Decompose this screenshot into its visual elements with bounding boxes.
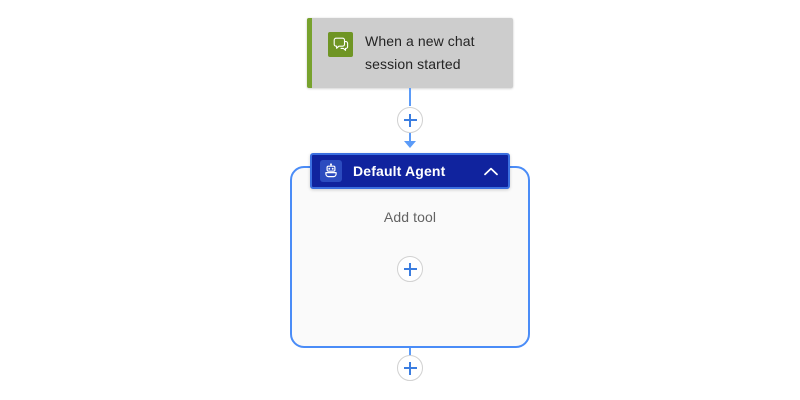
robot-icon	[320, 160, 342, 182]
add-step-after-agent[interactable]	[397, 355, 423, 381]
trigger-title-line-2: session started	[365, 56, 461, 72]
plus-icon-vertical	[409, 113, 411, 127]
plus-icon-vertical	[409, 361, 411, 375]
trigger-title: When a new chat session started	[365, 30, 505, 76]
add-tool-label: Add tool	[383, 209, 437, 225]
connector-trigger-to-agent-upper	[409, 88, 411, 106]
connector-trigger-to-agent-lower	[409, 133, 411, 143]
chat-bubble-icon	[328, 32, 353, 57]
add-step-between-trigger-and-agent[interactable]	[397, 107, 423, 133]
trigger-accent-bar	[307, 18, 312, 88]
chevron-up-icon[interactable]	[481, 161, 501, 181]
connector-arrowhead-icon	[404, 141, 416, 148]
agent-node-header[interactable]: Default Agent	[310, 153, 510, 189]
trigger-title-line-1: When a new chat	[365, 33, 475, 49]
trigger-node[interactable]: When a new chat session started	[307, 18, 513, 88]
agent-title: Default Agent	[353, 163, 446, 179]
connector-after-agent	[409, 348, 411, 356]
plus-icon-vertical	[409, 262, 411, 276]
add-tool-button[interactable]	[397, 256, 423, 282]
